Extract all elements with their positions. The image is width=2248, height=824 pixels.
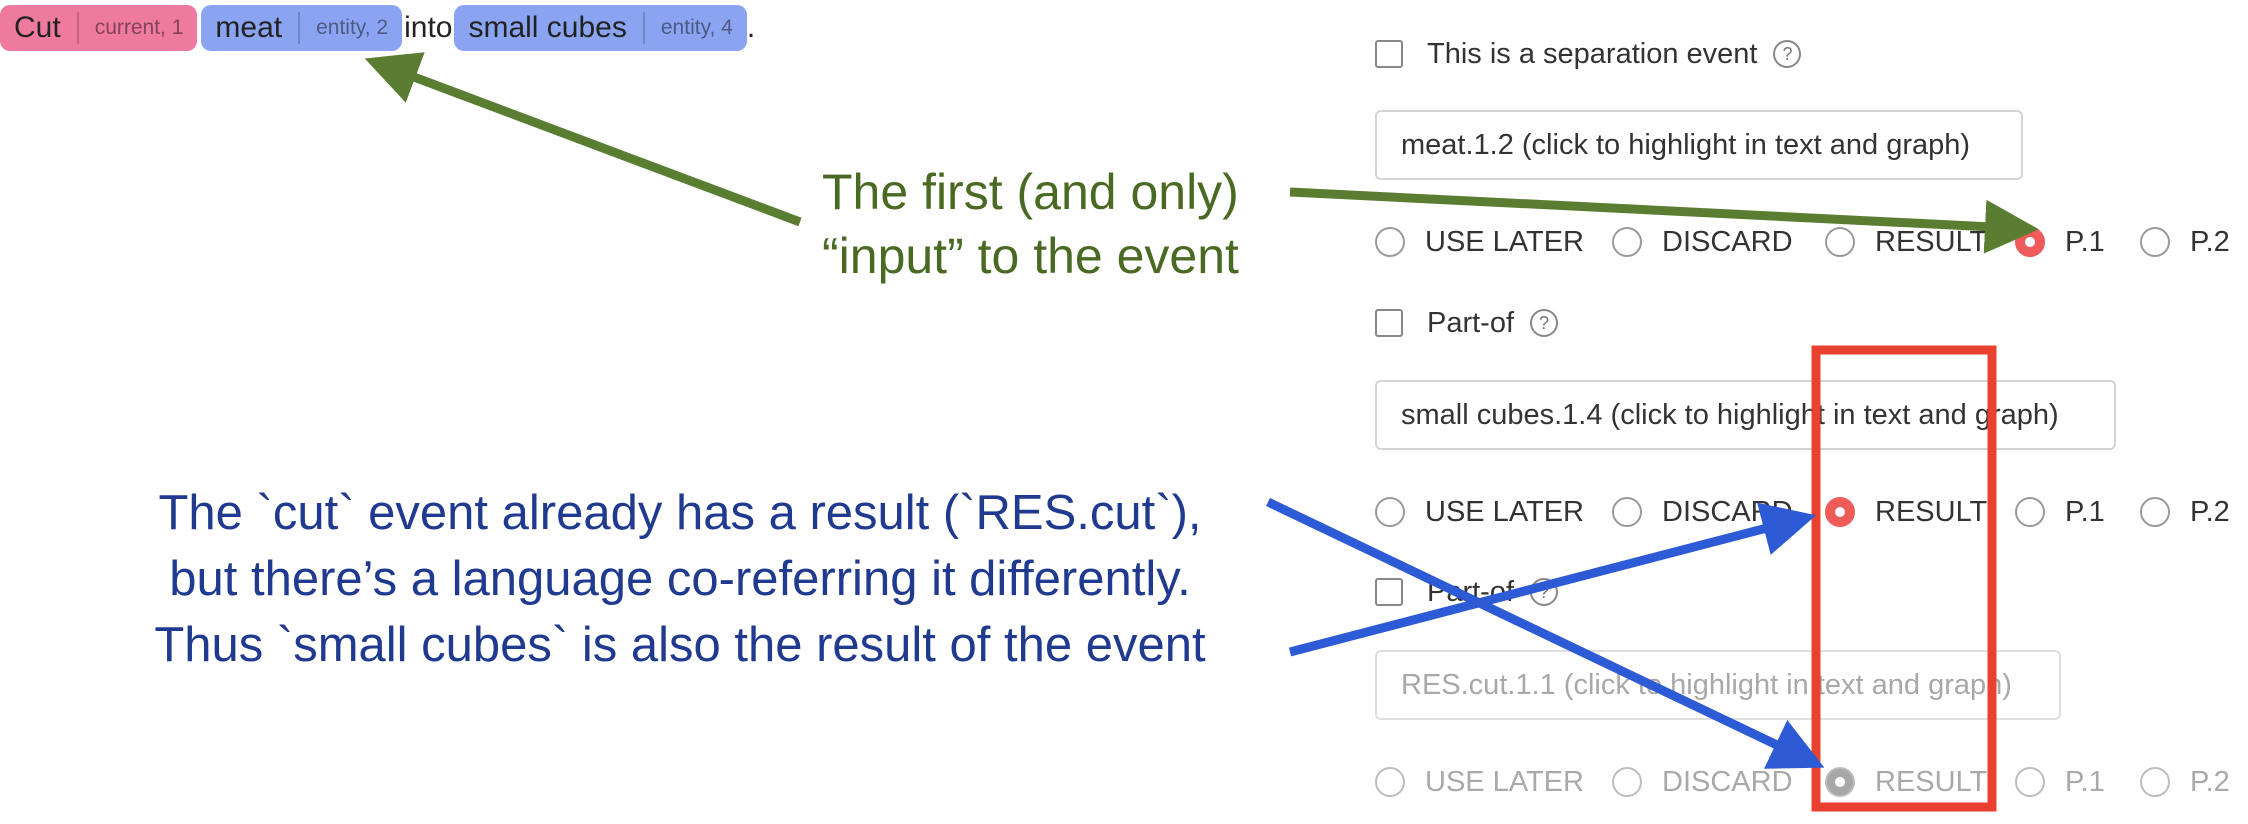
radio-icon: [2140, 497, 2170, 527]
tag-word: meat: [215, 11, 283, 44]
entry-res-cut-options: USE LATER DISCARD RESULT P.1 P.2: [1375, 762, 2235, 802]
option-use-later[interactable]: USE LATER: [1375, 226, 1584, 259]
option-p1[interactable]: P.1: [2015, 496, 2105, 529]
blue-annotation: The `cut` event already has a result (`R…: [90, 480, 1270, 678]
tag-cut[interactable]: Cut current, 1: [0, 5, 198, 51]
option-label: P.1: [2065, 495, 2105, 528]
radio-icon: [1612, 227, 1642, 257]
option-label: P.1: [2065, 765, 2105, 798]
green-arrow-to-p1: [1289, 187, 2039, 254]
option-discard[interactable]: DISCARD: [1612, 496, 1793, 529]
option-label: RESULT: [1875, 765, 1988, 798]
option-discard[interactable]: DISCARD: [1612, 226, 1793, 259]
green-arrow-to-meat: [364, 52, 802, 227]
option-label: USE LATER: [1425, 225, 1585, 258]
radio-icon: [1375, 497, 1405, 527]
option-result[interactable]: RESULT: [1825, 226, 1987, 259]
option-p2[interactable]: P.2: [2140, 496, 2230, 529]
result-highlight-box: [1811, 345, 1997, 812]
green-annotation-line: The first (and only): [822, 164, 1239, 220]
option-label: RESULT: [1875, 495, 1988, 528]
option-result[interactable]: RESULT: [1825, 496, 1987, 529]
blue-annotation-line: The `cut` event already has a result (`R…: [158, 486, 1202, 540]
tag-divider: [642, 12, 645, 44]
separation-event-checkbox[interactable]: [1375, 40, 1403, 68]
tag-meta: current, 1: [94, 16, 184, 39]
part-of-checkbox[interactable]: [1375, 309, 1403, 337]
help-icon[interactable]: ?: [1530, 309, 1559, 337]
annotated-sentence: Cut current, 1 meat entity, 2 into small…: [0, 4, 755, 52]
part-of-checkbox[interactable]: [1375, 578, 1403, 606]
option-label: DISCARD: [1662, 225, 1793, 258]
blue-arrow-to-result-row2: [1288, 502, 1817, 657]
tag-word: small cubes: [468, 11, 627, 44]
option-p2[interactable]: P.2: [2140, 226, 2230, 259]
radio-icon: [2015, 767, 2045, 797]
tag-meat[interactable]: meat entity, 2: [201, 5, 403, 51]
radio-icon: [1375, 227, 1405, 257]
radio-icon: [1375, 767, 1405, 797]
separation-event-label: This is a separation event: [1427, 37, 1758, 70]
radio-icon: [2015, 497, 2045, 527]
part-of-label: Part-of: [1427, 306, 1515, 339]
option-label: USE LATER: [1425, 765, 1585, 798]
option-use-later[interactable]: USE LATER: [1375, 496, 1584, 529]
radio-icon: [1825, 227, 1855, 257]
option-label: P.2: [2190, 495, 2230, 528]
tag-word: Cut: [14, 11, 61, 44]
option-discard: DISCARD: [1612, 766, 1793, 799]
tag-small-cubes[interactable]: small cubes entity, 4: [454, 5, 747, 51]
option-label: P.1: [2065, 225, 2105, 258]
separation-event-row: This is a separation event ?: [1375, 34, 1802, 74]
radio-icon: [1612, 497, 1642, 527]
tag-divider: [76, 12, 79, 44]
tag-divider: [298, 12, 301, 44]
entry-small-cubes-options: USE LATER DISCARD RESULT P.1 P.2: [1375, 492, 2235, 532]
blue-arrow-to-result-row3: [1266, 497, 1825, 769]
help-icon[interactable]: ?: [1773, 40, 1802, 68]
tag-meta: entity, 2: [316, 16, 389, 39]
tag-meta: entity, 4: [660, 16, 733, 39]
radio-icon: [2140, 227, 2170, 257]
option-p2: P.2: [2140, 766, 2230, 799]
option-label: P.2: [2190, 225, 2230, 258]
sentence-period: .: [746, 11, 756, 44]
option-result: RESULT: [1825, 766, 1987, 799]
blue-annotation-line: but there’s a language co-referring it d…: [169, 552, 1191, 606]
radio-icon: [1612, 767, 1642, 797]
option-label: DISCARD: [1662, 765, 1793, 798]
entry-meat-field[interactable]: meat.1.2 (click to highlight in text and…: [1375, 110, 2023, 180]
radio-icon: [2140, 767, 2170, 797]
blue-annotation-line: Thus `small cubes` is also the result of…: [154, 618, 1206, 672]
radio-selected-icon: [1825, 497, 1855, 527]
sentence-word-into: into: [404, 11, 453, 44]
option-p1: P.1: [2015, 766, 2105, 799]
option-label: USE LATER: [1425, 495, 1585, 528]
option-use-later: USE LATER: [1375, 766, 1584, 799]
option-label: RESULT: [1875, 225, 1988, 258]
option-label: P.2: [2190, 765, 2230, 798]
radio-selected-icon: [1825, 767, 1855, 797]
green-annotation-line: “input” to the event: [822, 228, 1239, 284]
part-of-row: Part-of ?: [1375, 303, 1559, 343]
green-annotation: The first (and only) “input” to the even…: [822, 160, 1239, 288]
entry-res-cut-field: RES.cut.1.1 (click to highlight in text …: [1375, 650, 2061, 720]
